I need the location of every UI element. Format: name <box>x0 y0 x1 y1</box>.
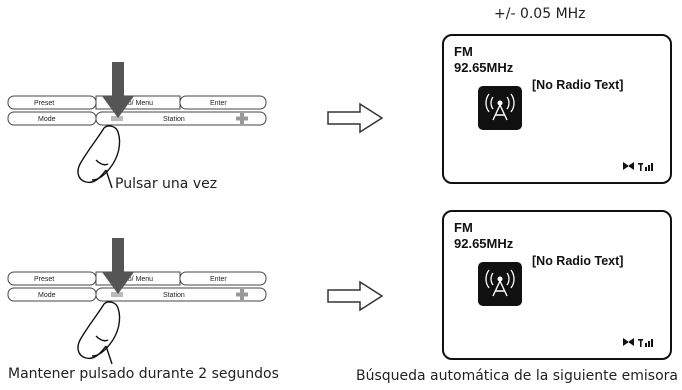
plus-icon <box>236 289 248 300</box>
auto-search-caption: Búsqueda automática de la siguiente emis… <box>356 368 678 384</box>
radio-display-bottom: FM 92.65MHz [No Radio Text] <box>442 210 672 360</box>
info-menu-button-label: Info/ Menu <box>120 100 153 107</box>
mode-button-label: Mode <box>38 292 56 299</box>
down-arrow-icon <box>102 62 134 118</box>
radio-text-label: [No Radio Text] <box>532 254 624 268</box>
right-arrow-icon <box>327 280 384 312</box>
radio-display-top: FM 92.65MHz [No Radio Text] <box>442 34 672 184</box>
enter-button-label: Enter <box>210 276 227 283</box>
finger-icon <box>77 125 121 189</box>
enter-button-label: Enter <box>210 100 227 107</box>
frequency-label: 92.65MHz <box>454 236 514 251</box>
press-once-caption: Pulsar una vez <box>115 176 218 192</box>
preset-button-label: Preset <box>34 276 54 283</box>
finger-icon <box>77 301 121 365</box>
right-arrow-icon <box>327 102 384 134</box>
frequency-step-label: +/- 0.05 MHz <box>494 6 586 22</box>
stereo-signal-icon <box>623 338 653 347</box>
info-menu-button-label: Info/ Menu <box>120 276 153 283</box>
plus-icon <box>236 113 248 124</box>
band-label: FM <box>454 44 473 59</box>
control-panel-top: Preset Info/ Menu Enter Mode Station <box>7 62 267 189</box>
station-button-label: Station <box>163 292 185 299</box>
hold-caption: Mantener pulsado durante 2 segundos <box>8 366 279 382</box>
frequency-label: 92.65MHz <box>454 60 514 75</box>
band-label: FM <box>454 220 473 235</box>
mode-button-label: Mode <box>38 116 56 123</box>
minus-icon <box>111 292 123 297</box>
stereo-signal-icon <box>623 162 653 171</box>
down-arrow-icon <box>102 238 134 294</box>
minus-icon <box>111 116 123 121</box>
preset-button-label: Preset <box>34 100 54 107</box>
radio-text-label: [No Radio Text] <box>532 78 624 92</box>
station-button-label: Station <box>163 116 185 123</box>
control-panel-bottom: Preset Info/ Menu Enter Mode Station <box>7 238 267 365</box>
radio-tower-icon <box>478 262 522 306</box>
radio-tower-icon <box>478 86 522 130</box>
